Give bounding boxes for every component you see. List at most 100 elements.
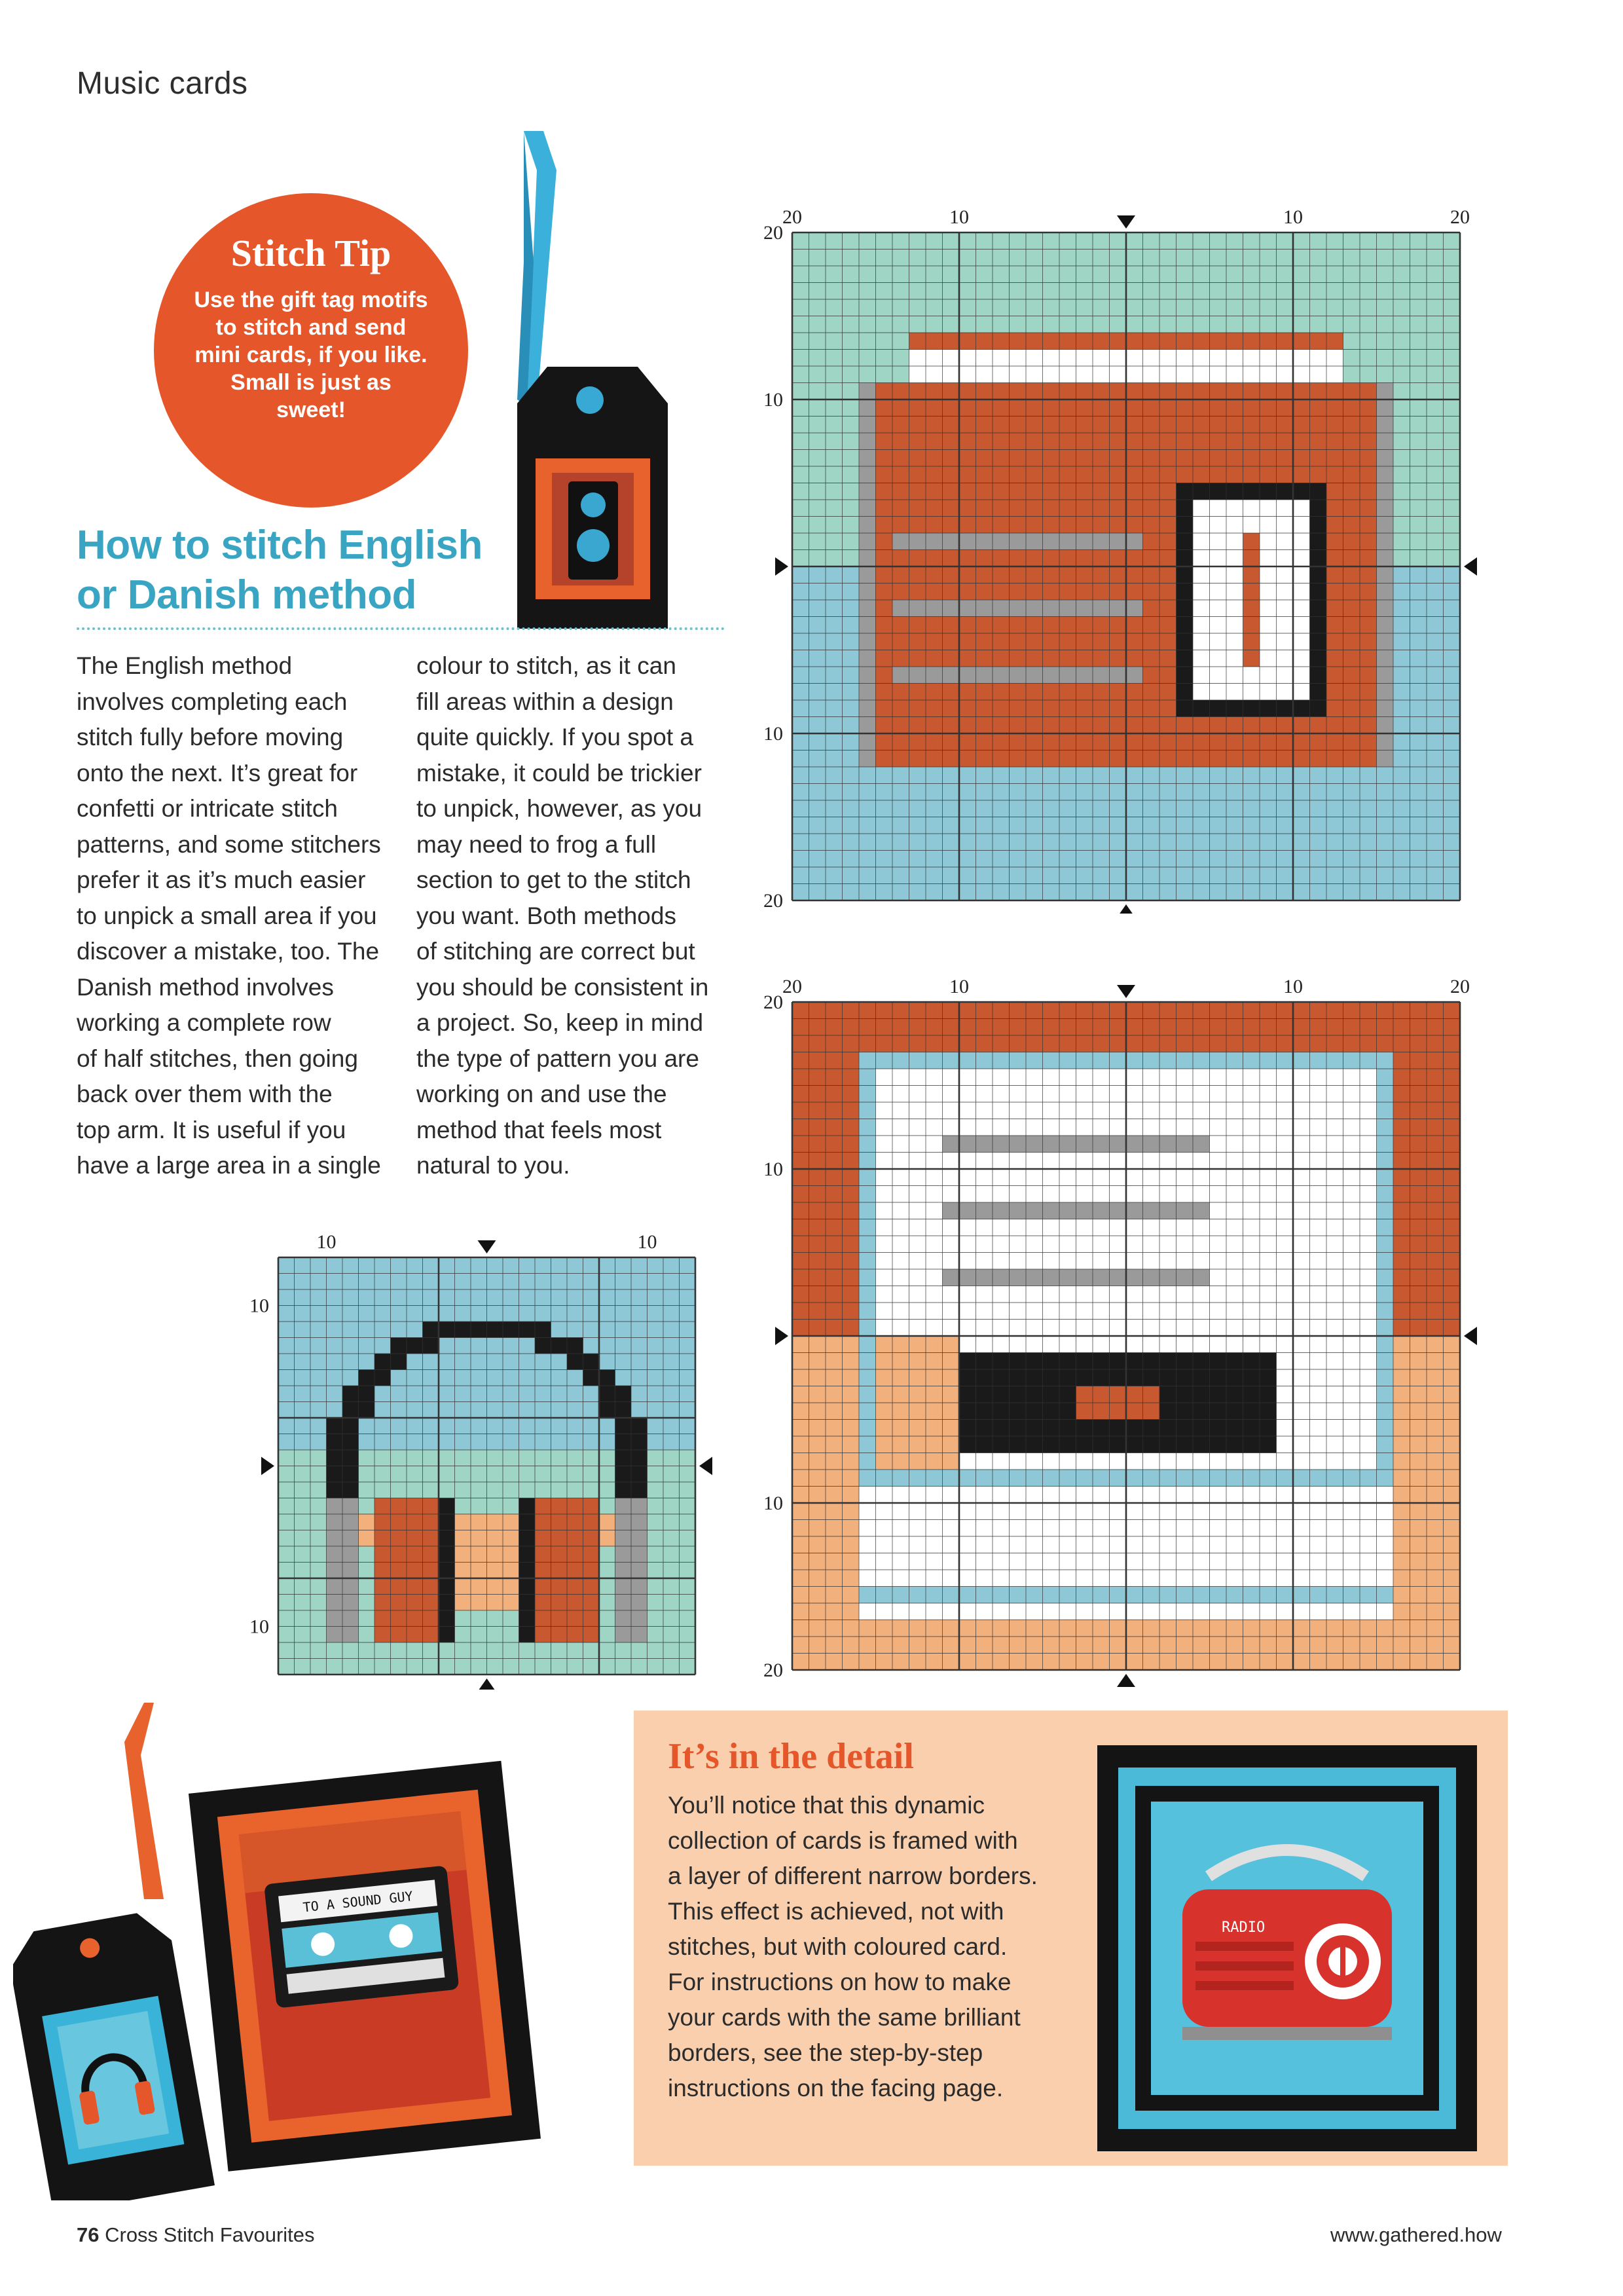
chart-cell [926,667,943,684]
chart-cell [486,1562,503,1578]
chart-cell [1410,1018,1427,1035]
chart-cell [422,1642,439,1659]
chart-cell [1193,1519,1210,1536]
chart-cell [551,1658,567,1675]
chart-cell [942,767,959,784]
chart-cell [374,1562,391,1578]
chart-cell [926,1085,943,1102]
chart-cell [976,1303,993,1320]
chart-cell [1059,1286,1076,1303]
chart-cell [993,1152,1010,1169]
chart-cell [1260,1519,1277,1536]
chart-cell [647,1401,663,1418]
chart-cell [503,1450,519,1466]
chart-cell [1243,1102,1260,1119]
chart-cell [1142,1085,1159,1102]
chart-cell [1393,500,1410,517]
chart-cell [909,349,926,366]
chart-cell [374,1626,391,1642]
chart-cell [647,1305,663,1322]
chart-cell [892,834,909,851]
chart-cell [875,1603,892,1620]
chart-cell [792,1018,809,1035]
chart-cell [1176,817,1193,834]
chart-cell [1260,1202,1277,1219]
chart-cell [1343,616,1360,633]
chart-cell [1443,650,1460,667]
chart-cell [826,616,843,633]
chart-cell [1109,767,1126,784]
chart-cell [1209,583,1226,600]
chart-cell [1193,1486,1210,1503]
chart-cell [615,1642,631,1659]
chart-cell [1159,583,1176,600]
chart-cell [875,750,892,767]
chart-cell [809,1035,826,1052]
chart-cell [1360,1169,1377,1186]
chart-cell [679,1530,695,1546]
chart-cell [1142,867,1159,884]
chart-cell [439,1386,455,1402]
chart-cell [826,1085,843,1102]
chart-cell [1093,483,1110,500]
chart-cell [631,1401,647,1418]
chart-cell [278,1401,295,1418]
chart-cell [792,483,809,500]
chart-cell [1076,650,1093,667]
chart-cell [326,1562,342,1578]
chart-cell [926,266,943,283]
chart-cell [1042,1185,1059,1202]
chart-cell [503,1482,519,1498]
chart-cell [1343,1185,1360,1202]
chart-cell [1026,1553,1043,1570]
chart-cell [358,1434,374,1450]
chart-cell [842,767,859,784]
chart-cell [909,1052,926,1069]
chart-cell [342,1386,359,1402]
chart-cell [342,1289,359,1306]
chart-cell [1243,1052,1260,1069]
chart-cell [1360,1219,1377,1236]
chart-cell [1109,834,1126,851]
chart-cell [942,1536,959,1553]
chart-cell [892,1035,909,1052]
chart-cell [1427,1152,1444,1169]
chart-cell [1260,333,1277,350]
chart-cell [1076,667,1093,684]
chart-cell [1193,466,1210,483]
chart-cell [942,1269,959,1286]
chart-cell [1076,1620,1093,1637]
chart-cell [1109,867,1126,884]
chart-cell [1293,1236,1310,1253]
chart-cell [976,483,993,500]
chart-cell [1393,650,1410,667]
chart-cell [826,1169,843,1186]
chart-cell [1276,800,1293,817]
chart-cell [1142,449,1159,466]
chart-cell [1093,316,1110,333]
chart-cell [374,1514,391,1530]
chart-cell [875,800,892,817]
chart-cell [1309,1085,1326,1102]
chart-cell [1093,366,1110,383]
chart-cell [792,366,809,383]
chart-cell [1276,266,1293,283]
chart-cell [407,1401,423,1418]
chart-cell [993,1219,1010,1236]
chart-cell [809,1453,826,1470]
chart-cell [486,1546,503,1563]
chart-cell [959,633,976,650]
chart-cell [439,1354,455,1370]
chart-cell [792,1486,809,1503]
chart-cell [1142,1503,1159,1520]
chart-cell [1443,266,1460,283]
chart-cell [842,800,859,817]
chart-cell [1159,449,1176,466]
chart-cell [663,1322,680,1338]
chart-cell [679,1418,695,1434]
chart-cell [809,667,826,684]
chart-cell [826,767,843,784]
chart-cell [1076,1436,1093,1453]
chart-cell [1126,349,1143,366]
chart-cell [1260,1570,1277,1587]
